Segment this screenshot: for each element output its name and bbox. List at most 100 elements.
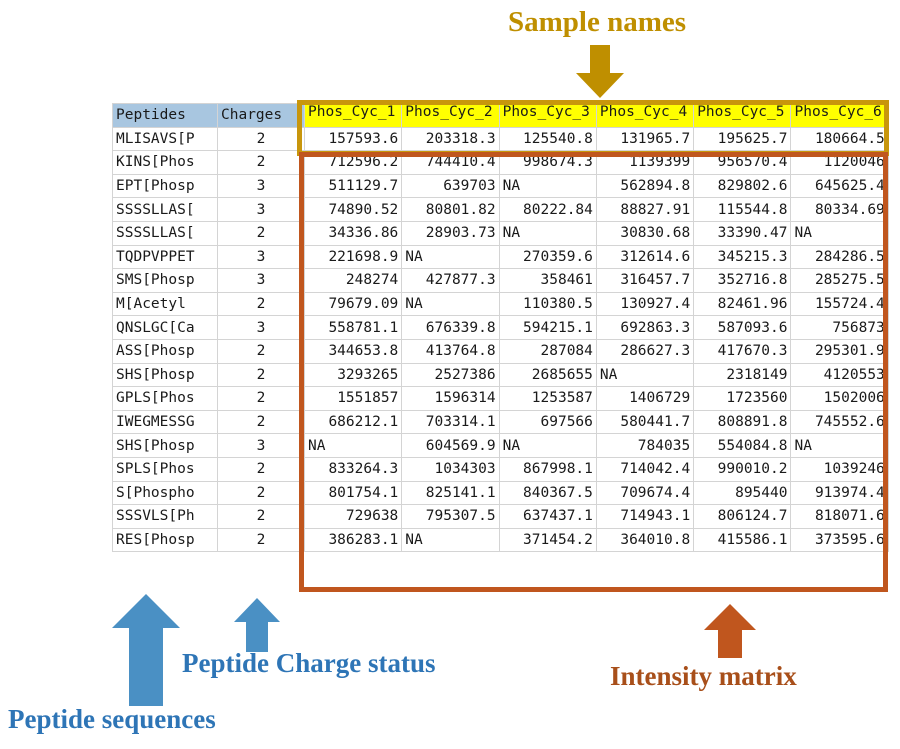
cell-intensity[interactable]: 818071.6: [790, 504, 889, 529]
cell-intensity[interactable]: 795307.5: [401, 504, 500, 529]
cell-intensity[interactable]: 364010.8: [595, 527, 695, 553]
cell-intensity[interactable]: NA: [790, 433, 889, 458]
cell-peptide[interactable]: KINS[Phos: [112, 150, 218, 175]
cell-intensity[interactable]: 801754.1: [303, 480, 403, 506]
cell-peptide[interactable]: SSSSLLAS[: [112, 197, 218, 222]
cell-peptide[interactable]: RES[Phosp: [112, 527, 218, 553]
cell-intensity[interactable]: 808891.8: [693, 409, 792, 435]
cell-charge[interactable]: 2: [217, 220, 305, 246]
cell-intensity[interactable]: 386283.1: [303, 527, 403, 553]
cell-peptide[interactable]: SHS[Phosp: [112, 433, 218, 458]
cell-intensity[interactable]: 80334.69: [790, 197, 889, 222]
cell-intensity[interactable]: 829802.6: [693, 173, 792, 199]
cell-intensity[interactable]: 692863.3: [595, 315, 695, 340]
cell-intensity[interactable]: 712596.2: [303, 150, 403, 175]
cell-intensity[interactable]: 806124.7: [693, 504, 792, 529]
cell-intensity[interactable]: 1406729: [595, 386, 695, 411]
cell-intensity[interactable]: 587093.6: [693, 315, 792, 340]
cell-intensity[interactable]: 203318.3: [401, 126, 500, 152]
cell-peptide[interactable]: SSSSLLAS[: [112, 220, 218, 246]
cell-intensity[interactable]: 157593.6: [303, 126, 403, 152]
cell-peptide[interactable]: QNSLGC[Ca: [112, 315, 218, 340]
cell-peptide[interactable]: EPT[Phosp: [112, 173, 218, 199]
cell-intensity[interactable]: 867998.1: [498, 456, 597, 482]
cell-intensity[interactable]: 676339.8: [401, 315, 500, 340]
spreadsheet-table[interactable]: Peptides Charges Phos_Cyc_1 Phos_Cyc_2 P…: [112, 103, 889, 588]
cell-intensity[interactable]: 3293265: [303, 362, 403, 388]
cell-intensity[interactable]: 1039246: [790, 456, 889, 482]
cell-intensity[interactable]: 417670.3: [693, 338, 792, 364]
cell-charge[interactable]: 3: [217, 197, 305, 222]
cell-intensity[interactable]: 686212.1: [303, 409, 403, 435]
cell-peptide[interactable]: S[Phospho: [112, 480, 218, 506]
cell-charge[interactable]: 3: [217, 173, 305, 199]
cell-peptide[interactable]: ASS[Phosp: [112, 338, 218, 364]
cell-intensity[interactable]: 580441.7: [595, 409, 695, 435]
cell-intensity[interactable]: 1139399: [595, 150, 695, 175]
cell-peptide[interactable]: GPLS[Phos: [112, 386, 218, 411]
cell-intensity[interactable]: 115544.8: [693, 197, 792, 222]
cell-peptide[interactable]: SHS[Phosp: [112, 362, 218, 388]
cell-intensity[interactable]: 709674.4: [595, 480, 695, 506]
cell-intensity[interactable]: 344653.8: [303, 338, 403, 364]
cell-intensity[interactable]: NA: [303, 433, 403, 458]
cell-intensity[interactable]: 1120046: [790, 150, 889, 175]
cell-charge[interactable]: 2: [217, 527, 305, 553]
cell-charge[interactable]: 3: [217, 244, 305, 270]
cell-intensity[interactable]: 639703: [401, 173, 500, 199]
cell-intensity[interactable]: NA: [790, 220, 889, 246]
cell-intensity[interactable]: NA: [401, 527, 500, 553]
cell-charge[interactable]: 3: [217, 268, 305, 293]
cell-intensity[interactable]: 345215.3: [693, 244, 792, 270]
cell-intensity[interactable]: 562894.8: [595, 173, 695, 199]
cell-intensity[interactable]: 74890.52: [303, 197, 403, 222]
cell-intensity[interactable]: 80222.84: [498, 197, 597, 222]
cell-intensity[interactable]: 511129.7: [303, 173, 403, 199]
cell-intensity[interactable]: 130927.4: [595, 291, 695, 317]
cell-peptide[interactable]: SSSVLS[Ph: [112, 504, 218, 529]
column-header-peptides[interactable]: Peptides: [112, 103, 218, 128]
cell-intensity[interactable]: 33390.47: [693, 220, 792, 246]
cell-intensity[interactable]: 413764.8: [401, 338, 500, 364]
cell-intensity[interactable]: 956570.4: [693, 150, 792, 175]
cell-intensity[interactable]: 427877.3: [401, 268, 500, 293]
cell-intensity[interactable]: 88827.91: [595, 197, 695, 222]
cell-intensity[interactable]: 358461: [498, 268, 597, 293]
cell-charge[interactable]: 2: [217, 480, 305, 506]
cell-intensity[interactable]: 284286.5: [790, 244, 889, 270]
cell-charge[interactable]: 2: [217, 456, 305, 482]
cell-intensity[interactable]: NA: [401, 291, 500, 317]
cell-intensity[interactable]: 82461.96: [693, 291, 792, 317]
cell-peptide[interactable]: M[Acetyl: [112, 291, 218, 317]
cell-intensity[interactable]: NA: [498, 433, 597, 458]
cell-intensity[interactable]: 155724.4: [790, 291, 889, 317]
cell-intensity[interactable]: 558781.1: [303, 315, 403, 340]
cell-intensity[interactable]: 1596314: [401, 386, 500, 411]
cell-intensity[interactable]: 248274: [303, 268, 403, 293]
cell-intensity[interactable]: 2685655: [498, 362, 597, 388]
cell-intensity[interactable]: 745552.6: [790, 409, 889, 435]
cell-charge[interactable]: 3: [217, 315, 305, 340]
cell-intensity[interactable]: 998674.3: [498, 150, 597, 175]
cell-intensity[interactable]: 714943.1: [595, 504, 695, 529]
column-header-sample-4[interactable]: Phos_Cyc_4: [595, 103, 695, 128]
cell-intensity[interactable]: 714042.4: [595, 456, 695, 482]
cell-intensity[interactable]: 316457.7: [595, 268, 695, 293]
cell-intensity[interactable]: NA: [498, 173, 597, 199]
cell-intensity[interactable]: 833264.3: [303, 456, 403, 482]
cell-intensity[interactable]: 4120553: [790, 362, 889, 388]
cell-intensity[interactable]: 1723560: [693, 386, 792, 411]
cell-intensity[interactable]: NA: [498, 220, 597, 246]
cell-intensity[interactable]: 637437.1: [498, 504, 597, 529]
cell-charge[interactable]: 2: [217, 409, 305, 435]
